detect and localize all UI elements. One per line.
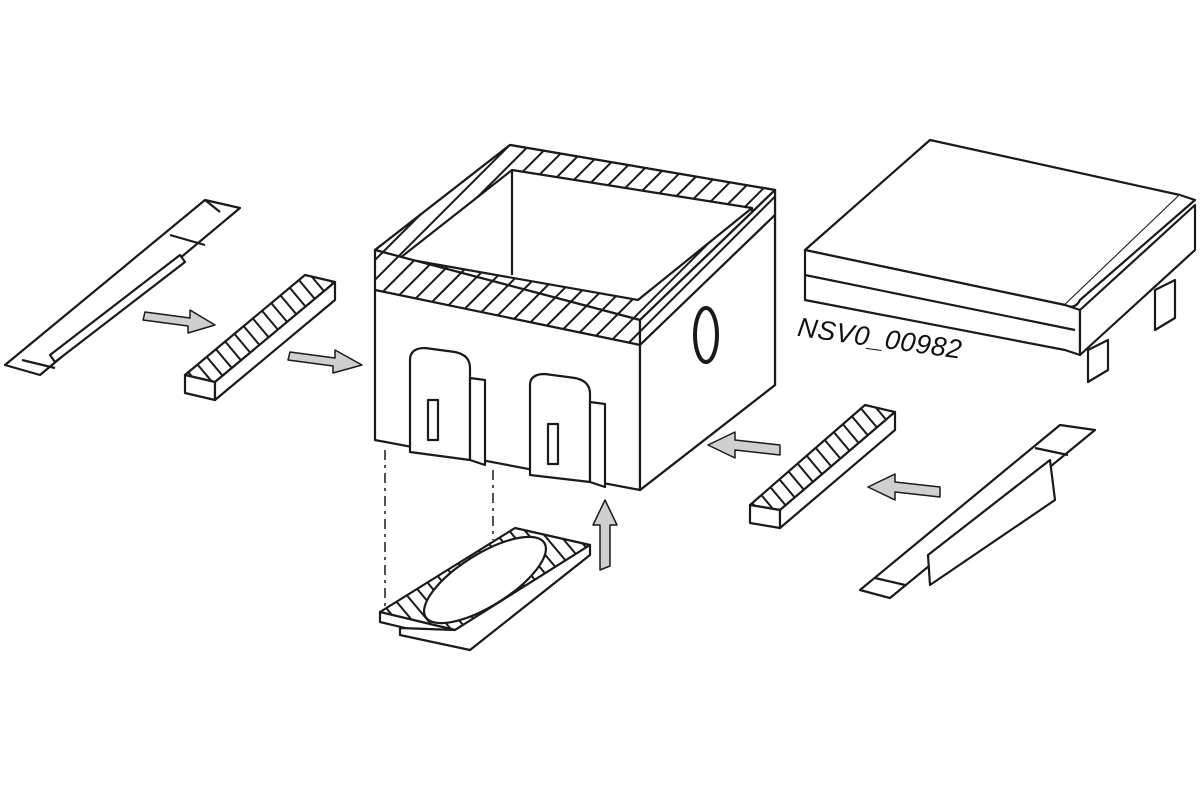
alignment-lines (384, 450, 494, 610)
arrow-icon (592, 499, 618, 571)
left-terminal-strip (3, 198, 242, 377)
arrow-icon (142, 309, 216, 334)
enclosure-box (373, 143, 777, 492)
cable-hole (693, 306, 719, 364)
lid (803, 138, 1197, 384)
left-hatched-bar (183, 273, 337, 402)
front-clip-left (408, 346, 487, 467)
arrow-icon (867, 473, 941, 501)
base-plate (378, 526, 592, 652)
right-terminal-strip (858, 423, 1097, 600)
arrow-icon (707, 431, 781, 459)
right-hatched-bar (748, 403, 897, 530)
front-clip-right (528, 372, 607, 489)
arrow-icon (287, 349, 363, 374)
